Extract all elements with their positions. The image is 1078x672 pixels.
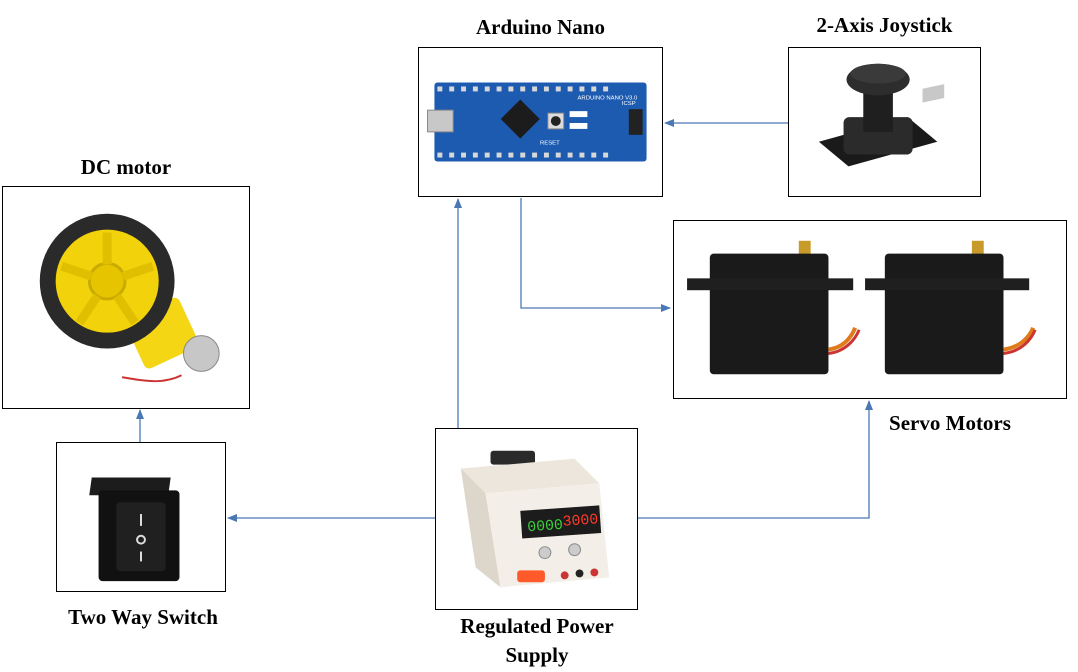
switch-image bbox=[89, 477, 180, 582]
power-supply-box: 0000 3000 bbox=[435, 428, 638, 610]
joystick-image bbox=[818, 63, 945, 167]
arduino-label: Arduino Nano bbox=[476, 15, 605, 39]
servo-2 bbox=[865, 240, 1037, 375]
switch-label: Two Way Switch bbox=[68, 605, 218, 629]
icsp-text: ICSP bbox=[622, 101, 636, 107]
switch-box bbox=[56, 442, 226, 592]
servo-1 bbox=[687, 240, 861, 375]
volts-display: 0000 bbox=[527, 518, 564, 536]
joystick-label: 2-Axis Joystick bbox=[816, 13, 953, 37]
arduino-to-servo-arrow bbox=[520, 198, 671, 312]
arduino-box: ARDUINO NANO V3.0 ICSP RESET bbox=[418, 47, 663, 197]
servo-motors-image bbox=[687, 240, 1037, 375]
servo-label: Servo Motors bbox=[889, 411, 1011, 435]
power-supply-label-line1: Regulated Power bbox=[460, 614, 614, 638]
power-supply-label-line2: Supply bbox=[505, 643, 569, 667]
joystick-box bbox=[788, 47, 981, 197]
arduino-board-image: ARDUINO NANO V3.0 ICSP RESET bbox=[427, 82, 647, 162]
servo-box bbox=[673, 220, 1067, 399]
power-to-servo-arrow bbox=[638, 400, 873, 519]
amps-display: 3000 bbox=[562, 512, 599, 530]
power-supply-image: 0000 3000 bbox=[460, 450, 610, 588]
reset-text: RESET bbox=[540, 141, 560, 147]
dc-motor-image bbox=[39, 213, 220, 383]
dc-motor-box bbox=[2, 186, 250, 409]
arduino-board-text: ARDUINO NANO V3.0 bbox=[578, 95, 638, 101]
dc-motor-label: DC motor bbox=[80, 155, 172, 179]
